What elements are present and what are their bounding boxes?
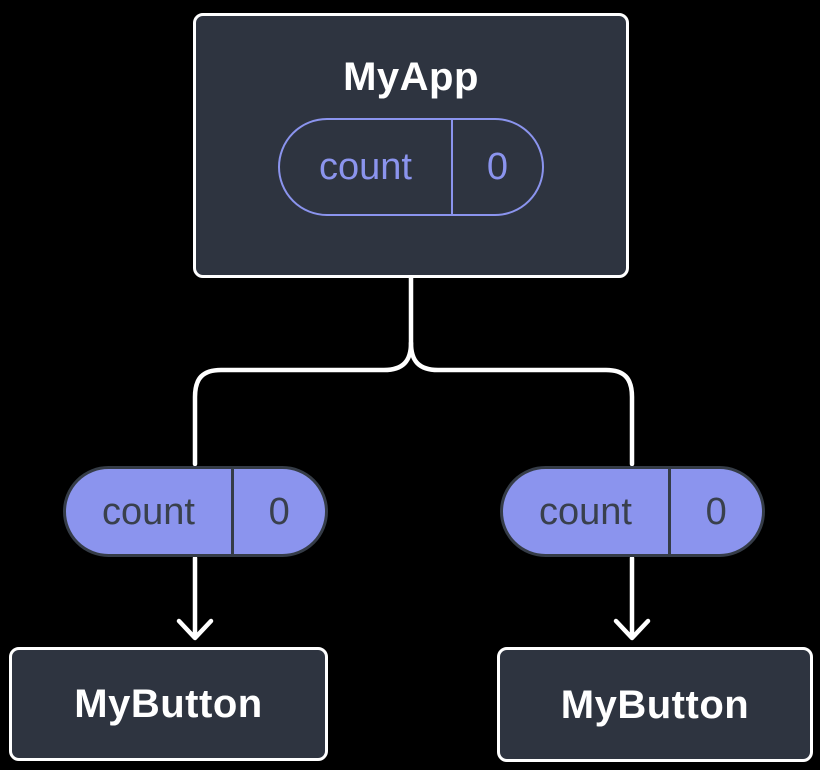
component-box-myapp: MyApp count 0: [193, 13, 629, 278]
component-box-mybutton-left: MyButton: [9, 647, 328, 761]
component-title: MyButton: [560, 682, 750, 727]
prop-pill-value: 0: [268, 490, 290, 533]
component-box-mybutton-right: MyButton: [497, 647, 813, 762]
component-title: MyApp: [343, 55, 479, 99]
component-title: MyButton: [74, 682, 263, 726]
pill-divider: [231, 469, 234, 554]
pill-divider: [668, 469, 671, 554]
state-pill-label: count: [319, 146, 412, 188]
prop-pill-right: count 0: [500, 466, 765, 557]
state-pill: count 0: [278, 118, 544, 216]
state-pill-value: 0: [486, 146, 509, 188]
prop-pill-label: count: [102, 490, 195, 533]
branch-line-left: [192, 273, 414, 467]
prop-pill-left: count 0: [63, 466, 328, 557]
pill-divider: [451, 120, 453, 214]
arrow-right: [613, 555, 651, 641]
prop-pill-value: 0: [705, 490, 727, 533]
prop-pill-label: count: [539, 490, 632, 533]
branch-line-right: [408, 340, 635, 467]
arrow-left: [176, 555, 214, 641]
